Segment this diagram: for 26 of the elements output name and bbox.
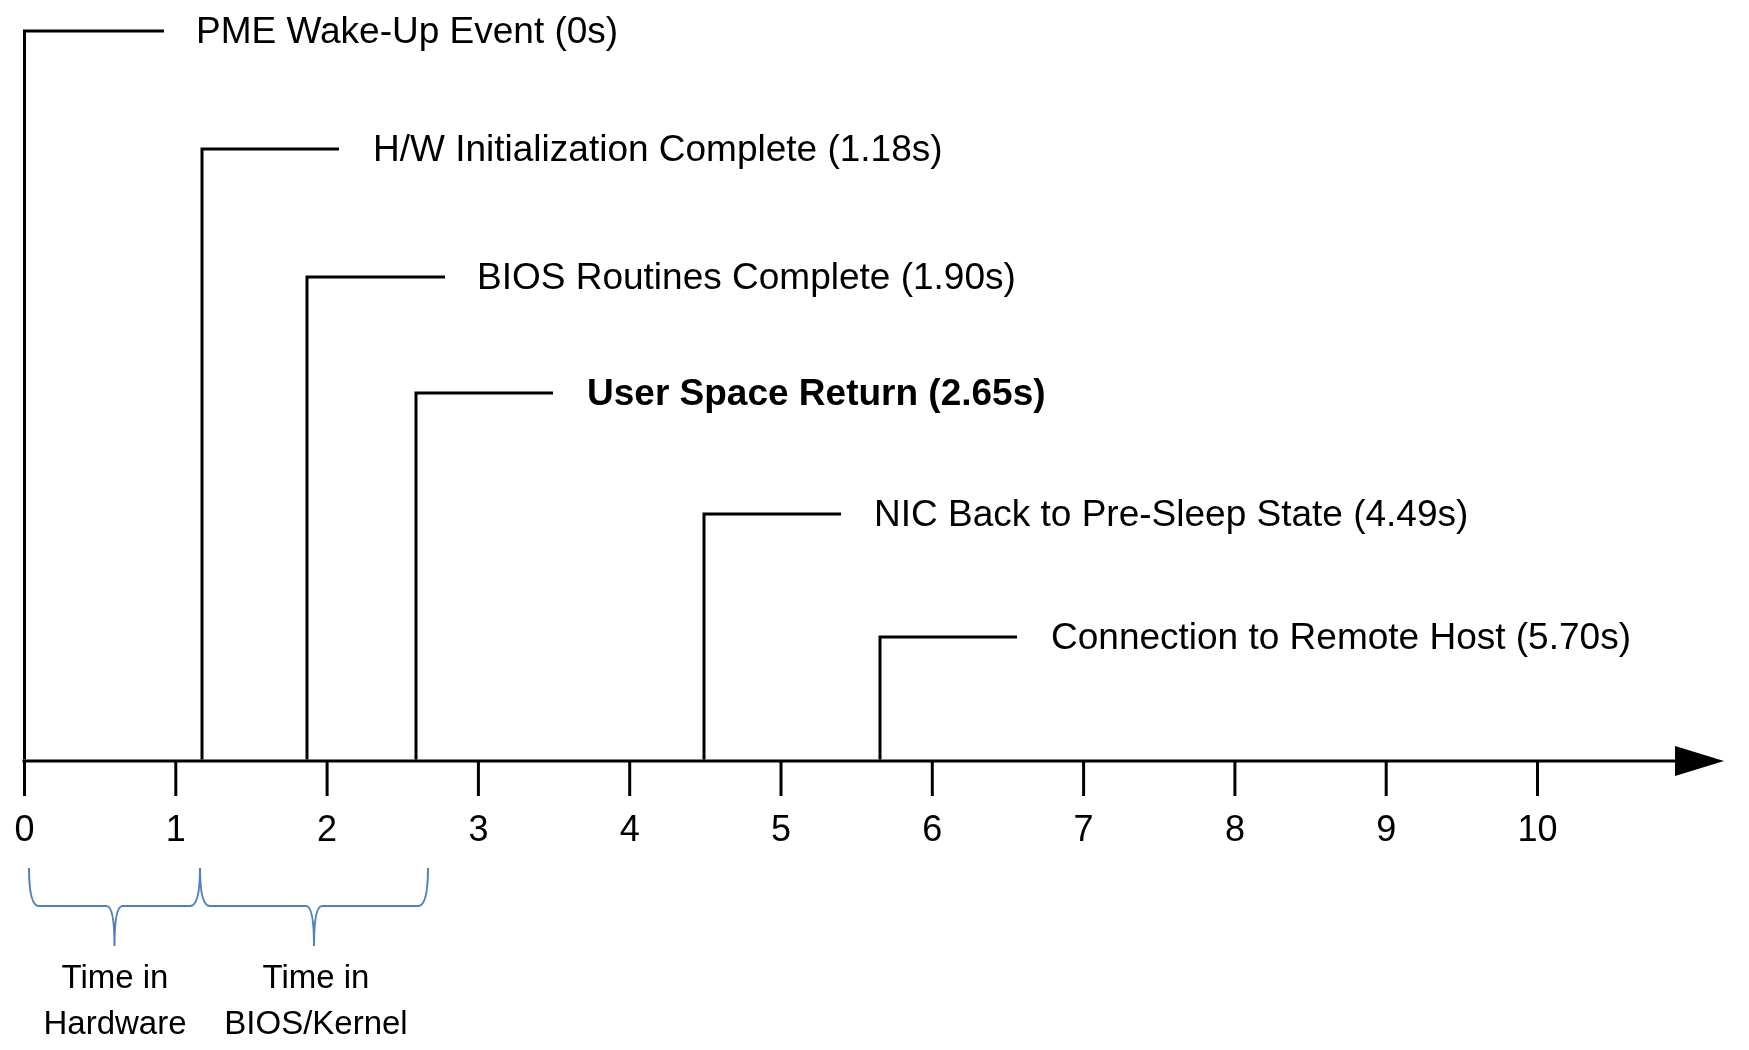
- tick-label: 0: [13, 807, 36, 851]
- tick-label: 10: [1516, 807, 1559, 851]
- span-label: Time in BIOS/Kernel: [223, 957, 409, 1043]
- event-label: PME Wake-Up Event (0s): [164, 10, 619, 52]
- tick-label: 4: [618, 807, 641, 851]
- tick-label: 7: [1072, 807, 1095, 851]
- tick-label: 3: [467, 807, 490, 851]
- tick-label: 2: [316, 807, 339, 851]
- tick-label: 5: [770, 807, 792, 851]
- span-label: Time in Hardware: [42, 957, 188, 1043]
- leader-line: [305, 275, 445, 760]
- event-label: User Space Return (2.65s): [553, 372, 1046, 414]
- tick-label: 1: [164, 807, 187, 851]
- event-label: H/W Initialization Complete (1.18s): [339, 128, 943, 170]
- event-label: Connection to Remote Host (5.70s): [1017, 616, 1631, 658]
- time-axis: [22, 746, 1724, 776]
- tick-label: 6: [921, 807, 944, 851]
- event-label: NIC Back to Pre-Sleep State (4.49s): [841, 493, 1469, 535]
- event-label: BIOS Routines Complete (1.90s): [445, 256, 1016, 298]
- leader-line: [702, 512, 841, 760]
- leader-line: [200, 147, 339, 760]
- tick-label: 9: [1375, 807, 1398, 851]
- leader-line: [878, 635, 1017, 760]
- leader-line: [23, 29, 164, 760]
- leader-line: [414, 391, 553, 760]
- tick-label: 8: [1223, 807, 1246, 851]
